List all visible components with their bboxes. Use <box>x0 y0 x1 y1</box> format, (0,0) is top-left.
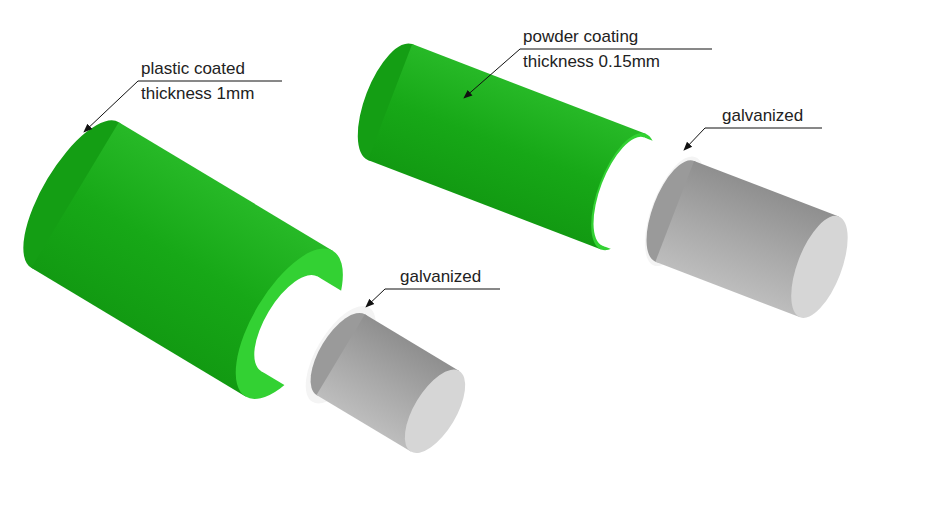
callout-label: galvanized <box>400 267 481 287</box>
leader-line <box>684 128 705 150</box>
callout-label: thickness 1mm <box>141 84 254 104</box>
callout-label: thickness 0.15mm <box>523 52 660 72</box>
core-face <box>393 360 477 462</box>
callout-label: plastic coated <box>141 59 245 79</box>
leader-line <box>464 49 520 98</box>
powder-coated-wire <box>344 35 862 332</box>
callout-underline <box>138 81 282 82</box>
callout-underline <box>520 49 712 50</box>
leader-line <box>366 289 385 307</box>
leader-line <box>84 81 138 132</box>
callout-label: galvanized <box>722 106 803 126</box>
callout-underline <box>385 289 500 290</box>
core-face <box>780 209 860 326</box>
callout-label: powder coating <box>523 27 638 47</box>
callout-underline <box>705 128 822 129</box>
